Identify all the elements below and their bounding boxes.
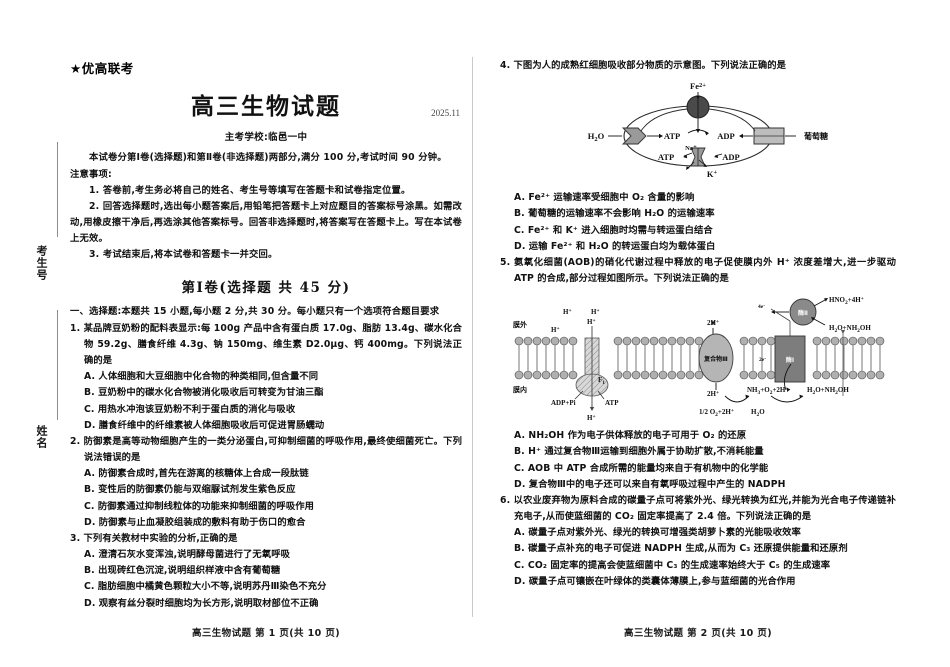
- question-2: 2. 防御素是高等动物细胞产生的一类分泌蛋白,可抑制细菌的呼吸作用,最终使细菌死…: [70, 434, 462, 531]
- svg-text:ATP: ATP: [658, 152, 674, 162]
- exam-school: 主考学校:临邑一中: [224, 132, 308, 143]
- enzyme-two: 酶Ⅱ: [789, 298, 817, 326]
- aob-membrane-diagram: 膜外 膜内 H+ H+ H+ F1 H+ H+: [500, 292, 896, 424]
- lipid-bilayer: [514, 336, 885, 380]
- rbc-transport-diagram: Fe2+ H2O 葡萄糖: [500, 80, 896, 184]
- svg-text:酶Ⅱ: 酶Ⅱ: [798, 309, 808, 317]
- question-6-option-c[interactable]: C. CO₂ 固定率的提高会使蓝细菌中 C₃ 的生成速率始终大于 C₅ 的生成速…: [514, 559, 831, 571]
- question-4-option-a[interactable]: A. Fe²⁺ 运输速率受细胞中 O₂ 含量的影响: [514, 192, 695, 204]
- question-1: 1. 某品牌豆奶粉的配料表显示:每 100g 产品中含有蛋白质 17.0g、脂肪…: [70, 321, 462, 434]
- question-2-option-c[interactable]: C. 防御素通过抑制线粒体的功能来抑制细菌的呼吸作用: [84, 500, 315, 512]
- svg-text:K+: K+: [707, 169, 718, 179]
- paper-date: 2025.11: [431, 108, 460, 118]
- margin-label-exam-number: 考生号: [35, 245, 48, 281]
- svg-text:2e-: 2e-: [759, 356, 766, 364]
- question-6-option-a[interactable]: A. 碳量子点对紫外光、绿光的转换可增强类胡萝卜素的光能吸收效率: [514, 527, 801, 539]
- question-6: 6. 以农业废弃物为原料合成的碳量子点可将紫外光、绿光转换为红光,并能为光合电子…: [500, 493, 896, 590]
- margin-label-name: 姓名: [35, 425, 48, 449]
- part-one-instructions: 一、选择题:本题共 15 小题,每小题 2 分,共 30 分。每小题只有一个选项…: [70, 305, 440, 317]
- svg-text:2H+: 2H+: [707, 390, 719, 398]
- right-column: 4. 下图为人的成熟红细胞吸收部分物质的示意图。下列说法正确的是 Fe2+: [500, 58, 896, 590]
- question-3-option-b[interactable]: B. 出现砖红色沉淀,说明组织样液中含有葡萄糖: [84, 565, 281, 577]
- svg-text:Na+: Na+: [685, 144, 697, 153]
- svg-text:H2O: H2O: [751, 408, 765, 418]
- question-5-option-b[interactable]: B. H⁺ 通过复合物Ⅲ运输到细胞外属于协助扩散,不消耗能量: [514, 446, 764, 458]
- svg-text:H+: H+: [563, 308, 572, 316]
- svg-text:ADP: ADP: [717, 131, 734, 141]
- svg-text:复合物Ⅲ: 复合物Ⅲ: [703, 355, 728, 363]
- question-5-option-c[interactable]: C. AOB 中 ATP 合成所需的能量均来自于有机物中的化学能: [514, 462, 769, 474]
- question-3-option-d[interactable]: D. 观察有丝分裂时细胞均为长方形,说明取材部位不正确: [84, 597, 319, 609]
- question-4-option-d[interactable]: D. 运输 Fe²⁺ 和 H₂O 的转运蛋白均为载体蛋白: [514, 240, 716, 252]
- question-4-option-c[interactable]: C. Fe²⁺ 和 K⁺ 进入细胞时均需与转运蛋白结合: [514, 224, 713, 236]
- question-3-option-a[interactable]: A. 澄清石灰水变浑浊,说明酵母菌进行了无氧呼吸: [84, 549, 291, 561]
- svg-text:Fe2+: Fe2+: [690, 81, 706, 91]
- label-inside: 膜内: [512, 385, 527, 394]
- question-4-option-b[interactable]: B. 葡萄糖的运输速率不会影响 H₂O 的运输速率: [514, 208, 715, 220]
- question-3-stem: 3. 下列有关教材中实验的分析,正确的是: [70, 532, 238, 544]
- svg-text:H2O+NH2OH: H2O+NH2OH: [807, 386, 849, 396]
- note-item-3: 3. 考试结束后,将本试卷和答题卡一并交回。: [89, 248, 278, 260]
- margin-rule-bottom: [57, 310, 58, 420]
- question-2-stem: 2. 防御素是高等动物细胞产生的一类分泌蛋白,可抑制细菌的呼吸作用,最终使细菌死…: [70, 435, 462, 464]
- question-4: 4. 下图为人的成熟红细胞吸收部分物质的示意图。下列说法正确的是 Fe2+: [500, 58, 896, 255]
- rbc-transport-svg: Fe2+ H2O 葡萄糖: [588, 81, 828, 179]
- margin-rule-top: [57, 142, 58, 237]
- question-5-option-d[interactable]: D. 复合物Ⅲ中的电子还可以来自有氧呼吸过程中产生的 NADPH: [514, 478, 786, 490]
- complex-three: 复合物Ⅲ: [698, 333, 734, 383]
- svg-text:H+: H+: [587, 318, 596, 326]
- question-1-option-d[interactable]: D. 膳食纤维中的纤维素被人体细胞吸收后可促进胃肠蠕动: [84, 419, 325, 431]
- question-5-option-a[interactable]: A. NH₂OH 作为电子供体释放的电子可用于 O₂ 的还原: [514, 430, 747, 442]
- question-3: 3. 下列有关教材中实验的分析,正确的是 A. 澄清石灰水变浑浊,说明酵母菌进行…: [70, 531, 462, 612]
- page-title: 高三生物试题 2025.11: [70, 87, 462, 121]
- question-5-stem: 5. 氨氧化细菌(AOB)的硝化代谢过程中释放的电子促使膜内外 H⁺ 浓度差增大…: [500, 256, 896, 285]
- column-divider: [472, 57, 473, 617]
- left-column: ★优高联考 高三生物试题 2025.11 主考学校:临邑一中 本试卷分第Ⅰ卷(选…: [70, 58, 462, 612]
- question-1-option-a[interactable]: A. 人体细胞和大豆细胞中化合物的种类相同,但含量不同: [84, 371, 319, 383]
- label-outside: 膜外: [512, 320, 527, 329]
- footer-right: 高三生物试题 第 2 页(共 10 页): [623, 628, 773, 639]
- footer-left: 高三生物试题 第 1 页(共 10 页): [191, 628, 341, 639]
- svg-text:ADP: ADP: [722, 152, 739, 162]
- svg-text:H2O: H2O: [588, 131, 605, 143]
- enzyme-one: 酶Ⅰ: [774, 335, 806, 383]
- page-title-text: 高三生物试题: [191, 93, 341, 120]
- svg-text:H+: H+: [587, 414, 596, 422]
- notes-label: 注意事项:: [70, 168, 112, 180]
- svg-text:ATP: ATP: [605, 399, 619, 407]
- svg-text:F1: F1: [598, 376, 605, 386]
- question-2-option-d[interactable]: D. 防御素与止血凝胶组装成的敷料有助于伤口的愈合: [84, 516, 306, 528]
- svg-text:酶Ⅰ: 酶Ⅰ: [786, 356, 794, 364]
- question-5: 5. 氨氧化细菌(AOB)的硝化代谢过程中释放的电子促使膜内外 H⁺ 浓度差增大…: [500, 255, 896, 493]
- svg-text:葡萄糖: 葡萄糖: [803, 131, 828, 141]
- svg-text:4e-: 4e-: [758, 303, 765, 311]
- svg-text:HNO2+4H+: HNO2+4H+: [829, 296, 864, 306]
- part-one-title: 第Ⅰ卷(选择题 共 45 分): [181, 279, 351, 296]
- svg-text:H2O+NH2OH: H2O+NH2OH: [829, 324, 871, 334]
- svg-text:1/2 O2+2H+: 1/2 O2+2H+: [699, 408, 734, 418]
- question-4-stem: 4. 下图为人的成熟红细胞吸收部分物质的示意图。下列说法正确的是: [500, 60, 787, 71]
- question-6-option-d[interactable]: D. 碳量子点可镶嵌在叶绿体的类囊体薄膜上,参与蓝细菌的光合作用: [514, 575, 796, 587]
- question-1-stem: 1. 某品牌豆奶粉的配料表显示:每 100g 产品中含有蛋白质 17.0g、脂肪…: [70, 322, 462, 367]
- note-item-2: 2. 回答选择题时,选出每小题答案后,用铅笔把答题卡上对应题目的答案标号涂黑。如…: [70, 200, 462, 244]
- svg-text:H+: H+: [551, 326, 560, 334]
- svg-text:H+: H+: [591, 308, 600, 316]
- question-6-stem: 6. 以农业废弃物为原料合成的碳量子点可将紫外光、绿光转换为红光,并能为光合电子…: [500, 494, 896, 523]
- aob-membrane-svg: 膜外 膜内 H+ H+ H+ F1 H+ H+: [512, 296, 885, 422]
- question-6-option-b[interactable]: B. 碳量子点补充的电子可促进 NADPH 生成,从而为 C₃ 还原提供能量和还…: [514, 543, 848, 555]
- svg-text:ATP: ATP: [664, 131, 680, 141]
- svg-text:ADP+Pi: ADP+Pi: [551, 399, 576, 407]
- question-2-option-a[interactable]: A. 防御素合成时,首先在游离的核糖体上合成一段肽链: [84, 468, 309, 480]
- svg-text:NH3+O2+2H+: NH3+O2+2H+: [747, 386, 789, 396]
- paper-intro: 本试卷分第Ⅰ卷(选择题)和第Ⅱ卷(非选择题)两部分,满分 100 分,考试时间 …: [89, 152, 447, 163]
- question-2-option-b[interactable]: B. 变性后的防御素仍能与双缩脲试剂发生紫色反应: [84, 484, 296, 496]
- question-1-option-c[interactable]: C. 用热水冲泡该豆奶粉不利于蛋白质的消化与吸收: [84, 403, 296, 415]
- exam-brand-logo: ★优高联考: [70, 61, 134, 76]
- question-3-option-c[interactable]: C. 脂肪细胞中橘黄色颗粒大小不等,说明苏丹Ⅲ染色不充分: [84, 581, 327, 593]
- question-1-option-b[interactable]: B. 豆奶粉中的碳水化合物被消化吸收后可转变为甘油三酯: [84, 387, 324, 399]
- note-item-1: 1. 答卷前,考生务必将自己的姓名、考生号等填写在答题卡和试卷指定位置。: [89, 184, 411, 196]
